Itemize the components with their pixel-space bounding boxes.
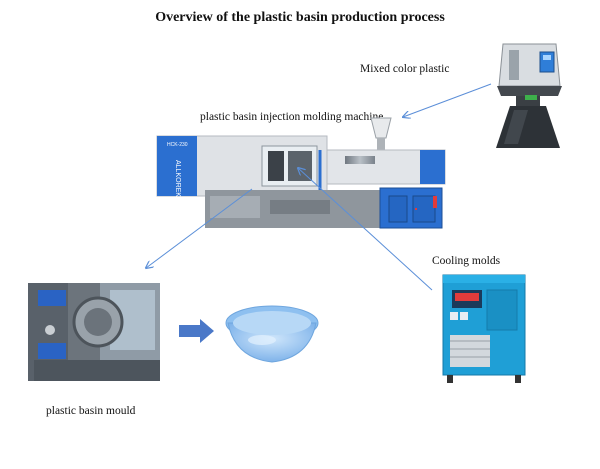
color-mixer-image — [496, 43, 562, 148]
arrow-machine-to-mould — [146, 188, 253, 268]
machine-model-text: HCK-230 — [167, 142, 188, 148]
mixer-label: Mixed color plastic — [360, 63, 450, 75]
arrow-mixer-to-machine — [403, 83, 492, 117]
mould-image — [28, 283, 160, 381]
mould-label: plastic basin mould — [46, 405, 136, 417]
machine-label: plastic basin injection molding machine — [200, 111, 384, 123]
diagram-title: Overview of the plastic basin production… — [155, 10, 445, 25]
block-arrow — [179, 319, 214, 343]
injection-machine-image: ALLKOREKE HCK-230 — [156, 117, 446, 229]
arrow-cooling-to-machine — [298, 168, 433, 291]
machine-brand-text: ALLKOREKE — [174, 160, 181, 202]
basin-image — [225, 305, 319, 363]
cooling-label: Cooling molds — [432, 255, 501, 267]
chiller-image — [442, 274, 526, 383]
